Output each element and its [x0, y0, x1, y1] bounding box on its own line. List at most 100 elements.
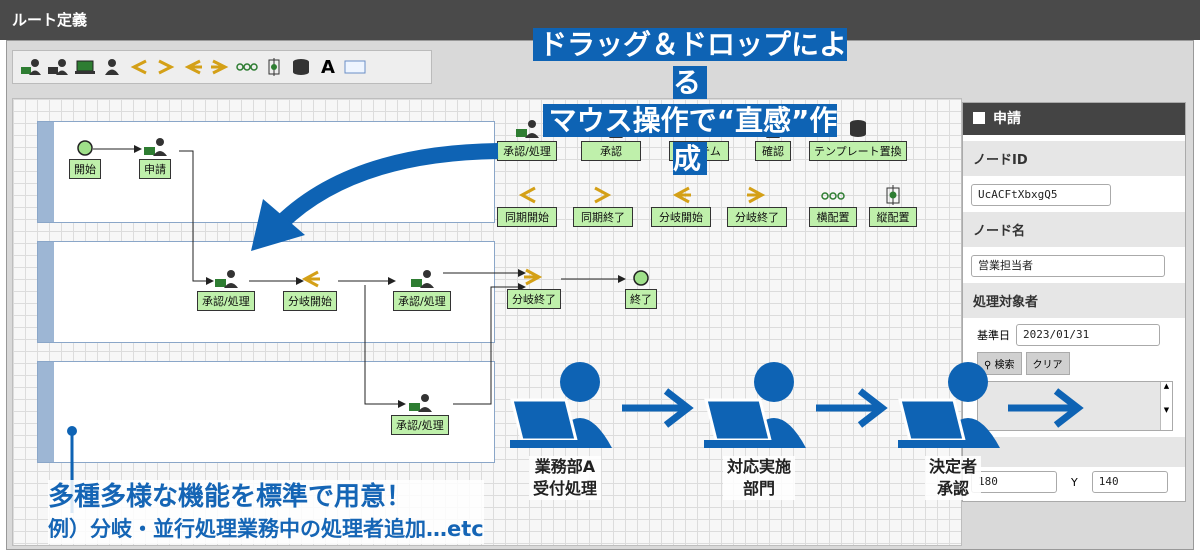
- vertical-layout-icon: [886, 185, 900, 205]
- person-computer-icon: [898, 362, 1000, 448]
- approve-user-icon: [516, 120, 539, 138]
- drag-arrow-icon: [251, 143, 499, 251]
- branch-start-icon: [184, 59, 202, 75]
- connectors: [93, 145, 626, 408]
- properties-header: 申請: [963, 103, 1185, 135]
- node-id-field[interactable]: UcACFtXbxgQ5: [971, 184, 1111, 206]
- palette-template-replace[interactable]: テンプレート置換: [809, 119, 907, 161]
- approve-user-icon: [214, 270, 238, 288]
- palette-label: 同期開始: [497, 207, 557, 227]
- properties-title: 申請: [993, 111, 1021, 127]
- lane-handle[interactable]: [38, 242, 54, 342]
- node-branch-start[interactable]: 分岐開始: [283, 269, 337, 311]
- callout-bottom: 多種多様な機能を標準で用意！ 例）分岐・並行処理業務中の処理者追加…etc: [48, 480, 484, 544]
- flow-arrow-icon: [1008, 388, 1084, 428]
- flow-arrow-icon: [816, 388, 888, 428]
- horizontal-tool[interactable]: [235, 55, 259, 79]
- branch-end-icon: [211, 59, 229, 75]
- palette-sync-end[interactable]: 同期終了: [573, 185, 633, 227]
- y-field[interactable]: 140: [1091, 471, 1168, 493]
- approve2-user-tool[interactable]: [46, 55, 70, 79]
- base-date-label: 基準日: [977, 329, 1010, 342]
- y-label: Y: [1071, 475, 1078, 489]
- palette-vertical[interactable]: 縦配置: [869, 185, 917, 227]
- user-icon: [105, 59, 119, 75]
- person-label-2: 部門: [742, 479, 775, 498]
- sync-end-icon: [158, 59, 175, 75]
- collapse-icon[interactable]: [973, 112, 985, 124]
- person-computer-icon: [704, 362, 806, 448]
- horizontal-layout-icon: [821, 192, 845, 200]
- lane-handle[interactable]: [38, 362, 54, 462]
- database-icon: [849, 120, 866, 137]
- approve2-user-icon: [48, 59, 68, 75]
- node-name-field[interactable]: 営業担当者: [971, 255, 1165, 277]
- search-button-label: 検索: [994, 360, 1015, 371]
- approve-user-icon: [410, 270, 434, 288]
- vertical-tool[interactable]: [262, 55, 286, 79]
- search-button[interactable]: ⚲ 検索: [977, 352, 1022, 375]
- text-icon: A: [321, 56, 335, 78]
- end-circle-icon: [633, 270, 649, 286]
- palette-branch-end[interactable]: 分岐終了: [727, 185, 787, 227]
- node-label: 承認/処理: [393, 291, 451, 311]
- palette-sync-start[interactable]: 同期開始: [497, 185, 557, 227]
- list-scrollbar[interactable]: ▲▼: [1160, 382, 1172, 430]
- node-approve-3[interactable]: 承認/処理: [391, 393, 449, 435]
- node-label: 申請: [139, 159, 171, 179]
- palette-label: 分岐開始: [651, 207, 711, 227]
- lane-handle[interactable]: [38, 122, 54, 222]
- palette-label: 承認: [581, 141, 641, 161]
- clear-button[interactable]: クリア: [1025, 352, 1070, 375]
- x-field[interactable]: 180: [971, 471, 1057, 493]
- person-computer-icon: [510, 362, 612, 448]
- palette-label: 同期終了: [573, 207, 633, 227]
- node-end[interactable]: 終了: [625, 269, 657, 309]
- palette-label: 分岐終了: [727, 207, 787, 227]
- node-name-section: ノード名: [963, 212, 1185, 247]
- palette-branch-start[interactable]: 分岐開始: [651, 185, 711, 227]
- palette-label: 横配置: [809, 207, 857, 227]
- node-apply[interactable]: 申請: [139, 137, 171, 179]
- person-implementation: 対応実施部門: [704, 360, 814, 500]
- node-approve-1[interactable]: 承認/処理: [197, 269, 255, 311]
- palette-approve-process[interactable]: 承認/処理: [497, 119, 557, 161]
- branch-end-icon: [524, 268, 543, 286]
- sync-start-tool[interactable]: [127, 55, 151, 79]
- comment-tool[interactable]: [343, 55, 367, 79]
- person-label-2: 受付処理: [532, 479, 597, 498]
- branch-start-icon: [672, 186, 691, 204]
- branch-start-tool[interactable]: [181, 55, 205, 79]
- callout-top-line1: ドラッグ＆ドロップによる: [532, 28, 847, 99]
- approve-user-icon: [21, 59, 41, 75]
- node-branch-end[interactable]: 分岐終了: [507, 267, 561, 309]
- node-label: 分岐開始: [283, 291, 337, 311]
- node-label: 承認/処理: [197, 291, 255, 311]
- database-tool[interactable]: [289, 55, 313, 79]
- target-section: 処理対象者: [963, 283, 1185, 318]
- node-start[interactable]: 開始: [69, 139, 101, 179]
- database-icon: [293, 59, 309, 75]
- system-icon: [75, 60, 95, 74]
- base-date-field[interactable]: 2023/01/31: [1016, 324, 1160, 346]
- node-approve-2[interactable]: 承認/処理: [393, 269, 451, 311]
- properties-panel: 申請 ノードID UcACFtXbxgQ5 ノード名 営業担当者 処理対象者 基…: [962, 102, 1186, 502]
- node-id-section: ノードID: [963, 141, 1185, 176]
- callout-bottom-line2: 例）分岐・並行処理業務中の処理者追加…etc: [48, 514, 484, 544]
- node-label: 承認/処理: [391, 415, 449, 435]
- person-decider: 決定者承認: [898, 360, 1008, 500]
- system-tool[interactable]: [73, 55, 97, 79]
- palette-horizontal[interactable]: 横配置: [809, 185, 857, 227]
- callout-top-line2: マウス操作で“直感”作成: [542, 104, 838, 175]
- sync-end-tool[interactable]: [154, 55, 178, 79]
- sync-end-icon: [594, 186, 612, 204]
- branch-end-tool[interactable]: [208, 55, 232, 79]
- text-tool[interactable]: A: [316, 55, 340, 79]
- approve-user-tool[interactable]: [19, 55, 43, 79]
- flow-canvas[interactable]: 開始 申請 承認/処理 分岐開始 承認/処理 分岐終了 終了 承認/処理: [12, 98, 962, 546]
- user-tool[interactable]: [100, 55, 124, 79]
- palette-label: テンプレート置換: [809, 141, 907, 161]
- search-icon: ⚲: [984, 360, 992, 371]
